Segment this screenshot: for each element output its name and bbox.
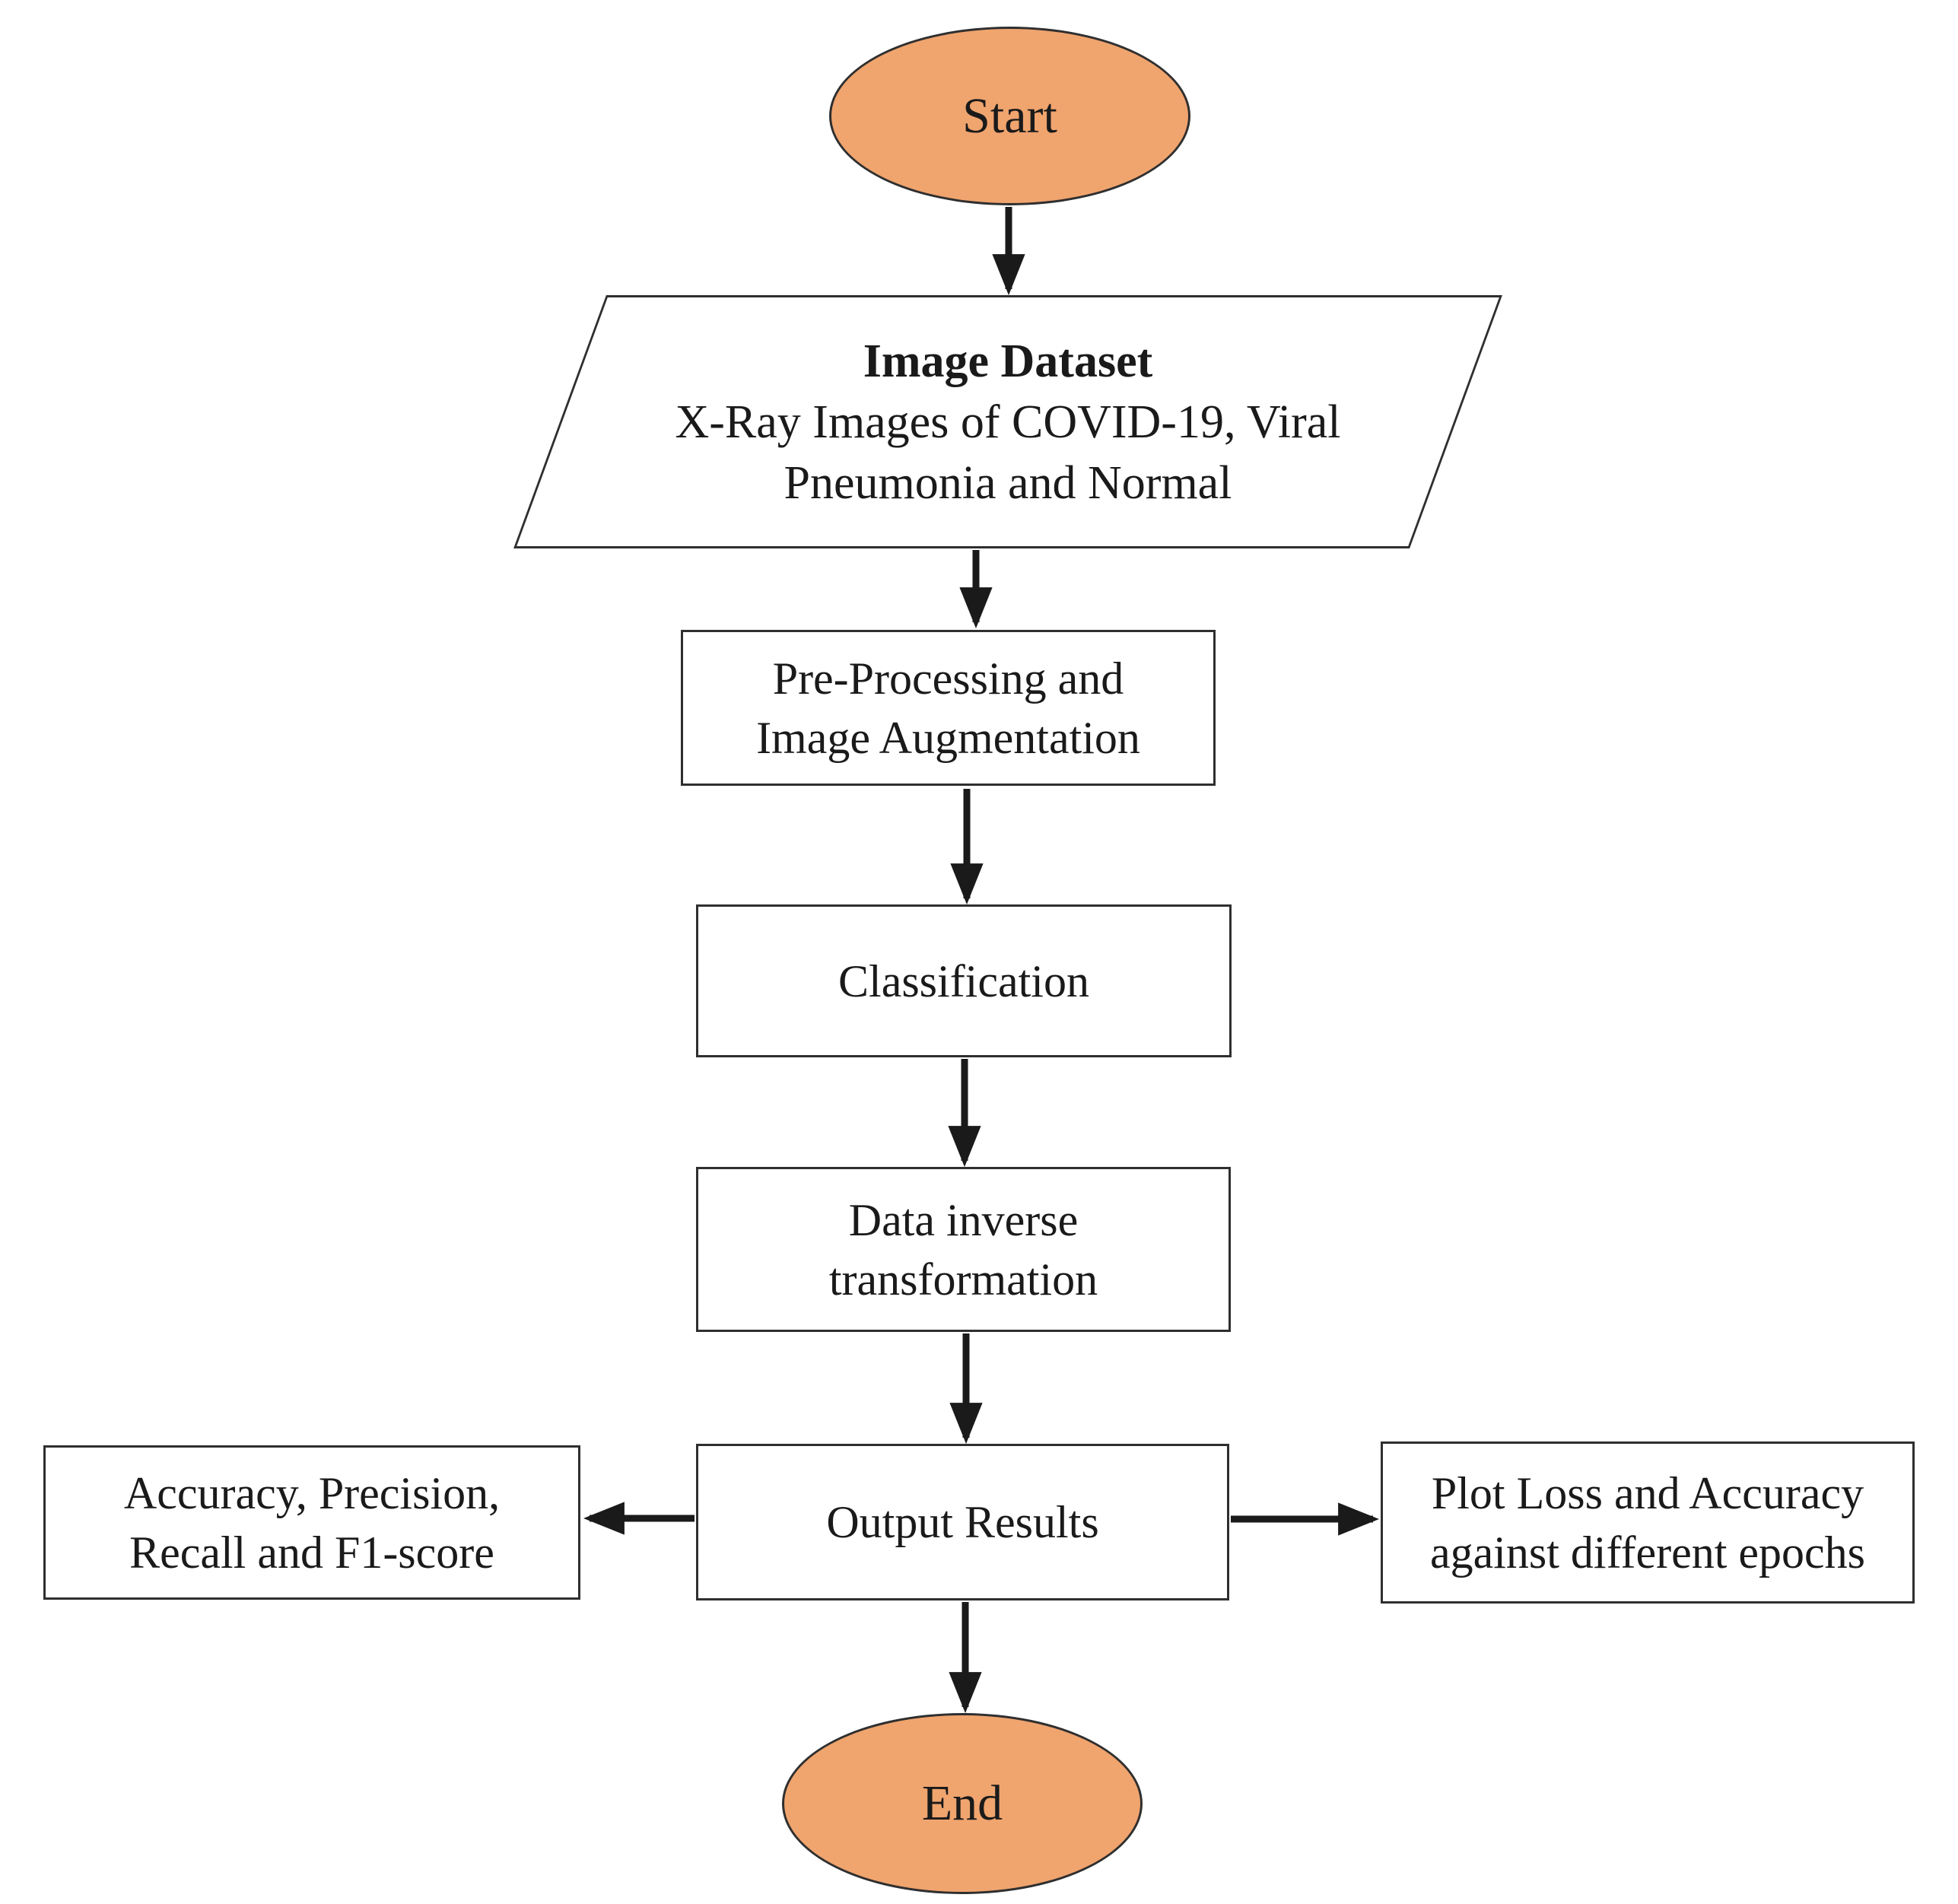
node-classification: Classification <box>696 904 1232 1057</box>
node-preprocessing-line: Image Augmentation <box>756 712 1140 763</box>
node-dataset: Image Dataset X-Ray Images of COVID-19, … <box>513 295 1502 548</box>
node-metrics-line: Accuracy, Precision, <box>123 1467 501 1518</box>
node-dataset-line: X-Ray Images of COVID-19, Viral <box>675 396 1341 448</box>
node-inverse-line: Data inverse <box>848 1194 1079 1245</box>
node-metrics: Accuracy, Precision, Recall and F1-score <box>43 1445 580 1600</box>
node-preprocessing: Pre-Processing and Image Augmentation <box>681 630 1216 786</box>
node-preprocessing-line: Pre-Processing and <box>772 653 1124 704</box>
node-inverse-transform: Data inverse transformation <box>696 1167 1231 1332</box>
node-output-results: Output Results <box>696 1444 1229 1600</box>
node-dataset-title: Image Dataset <box>863 335 1153 387</box>
node-end-label: End <box>921 1775 1003 1831</box>
node-plot: Plot Loss and Accuracy against different… <box>1381 1442 1915 1604</box>
node-start: Start <box>829 27 1190 205</box>
node-start-label: Start <box>962 87 1057 144</box>
node-metrics-line: Recall and F1-score <box>129 1527 494 1578</box>
node-end: End <box>782 1713 1143 1894</box>
node-inverse-line: transformation <box>828 1254 1098 1305</box>
node-output-line: Output Results <box>826 1497 1099 1547</box>
node-plot-line: Plot Loss and Accuracy <box>1431 1467 1864 1518</box>
node-dataset-line: Pneumonia and Normal <box>784 456 1232 509</box>
node-plot-line: against different epochs <box>1429 1527 1866 1578</box>
node-classification-line: Classification <box>838 955 1089 1006</box>
